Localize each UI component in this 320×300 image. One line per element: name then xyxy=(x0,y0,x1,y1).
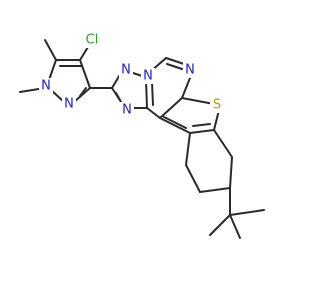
sulfur-label: S xyxy=(210,97,224,113)
bond xyxy=(79,59,91,89)
svg-text:N: N xyxy=(41,79,51,94)
pyrazole-nitrogen-label: N xyxy=(62,96,76,112)
bond xyxy=(181,77,191,99)
bond xyxy=(159,97,183,119)
bond xyxy=(115,92,121,101)
triazole-nitrogen-label: N xyxy=(120,102,134,118)
bond xyxy=(199,187,231,193)
svg-text:N: N xyxy=(122,103,132,118)
bond xyxy=(213,129,233,158)
svg-text:N: N xyxy=(185,63,195,78)
pyrimidine-nitrogen-label: N xyxy=(183,62,197,78)
bond xyxy=(185,132,191,166)
bond xyxy=(165,57,185,65)
triazole-nitrogen-label: N xyxy=(119,62,133,78)
bond xyxy=(192,123,211,127)
bond xyxy=(159,117,191,134)
bonds xyxy=(19,39,265,239)
svg-text:N: N xyxy=(121,63,131,78)
pyrazole-nitrogen-label: N xyxy=(39,78,53,94)
bond xyxy=(229,214,241,239)
svg-text:Cl: Cl xyxy=(86,33,99,48)
atom-labels: Cl N N N N N N S xyxy=(39,32,224,118)
bond xyxy=(79,46,89,61)
bond xyxy=(229,209,265,216)
bond xyxy=(229,156,233,189)
bond xyxy=(166,63,183,70)
chlorine-label: Cl xyxy=(82,32,102,48)
bond xyxy=(44,39,57,61)
molecule-structure-diagram: Cl N N N N N N S xyxy=(19,32,265,239)
svg-text:N: N xyxy=(143,69,153,84)
bond xyxy=(48,59,57,81)
bond xyxy=(151,81,154,106)
bond xyxy=(209,214,231,236)
bond xyxy=(213,109,220,131)
svg-text:S: S xyxy=(213,98,221,113)
bond xyxy=(146,107,161,119)
triazole-nitrogen-label: N xyxy=(141,68,155,84)
bond xyxy=(79,87,87,97)
bond xyxy=(145,79,148,109)
bond xyxy=(181,97,215,105)
svg-text:N: N xyxy=(64,97,74,112)
bond xyxy=(185,164,201,193)
bond xyxy=(163,116,187,129)
bond xyxy=(189,129,215,134)
